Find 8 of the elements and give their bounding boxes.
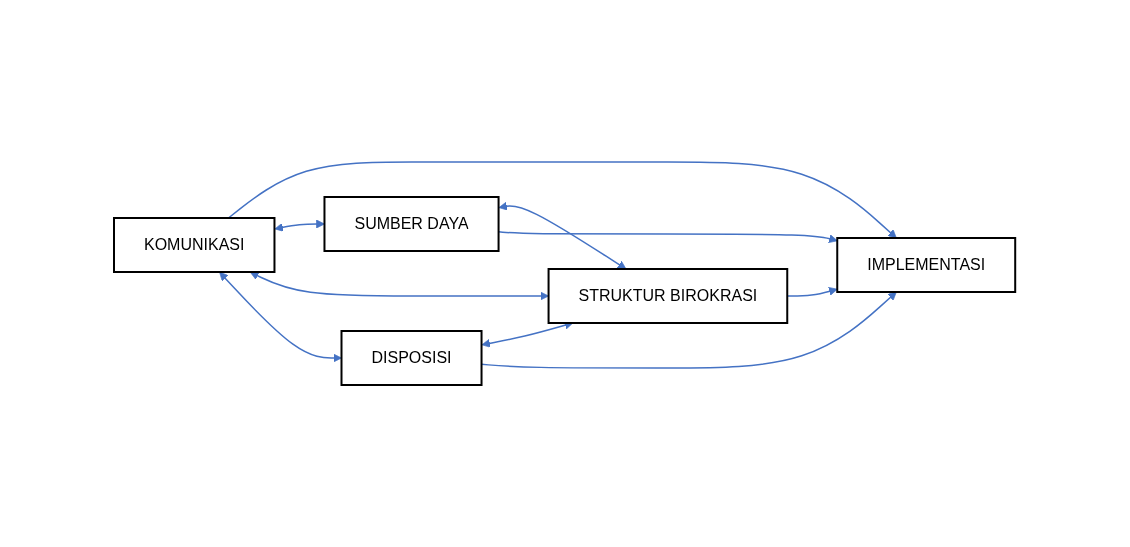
node-box: IMPLEMENTASI: [836, 237, 1017, 293]
node-box: KOMUNIKASI: [113, 217, 276, 273]
node-box: STRUKTUR BIROKRASI: [547, 268, 789, 324]
node-box: SUMBER DAYA: [323, 196, 500, 252]
node-box: DISPOSISI: [340, 330, 483, 386]
arrow: [228, 161, 898, 239]
arrow: [481, 291, 898, 369]
arrow: [498, 201, 627, 270]
